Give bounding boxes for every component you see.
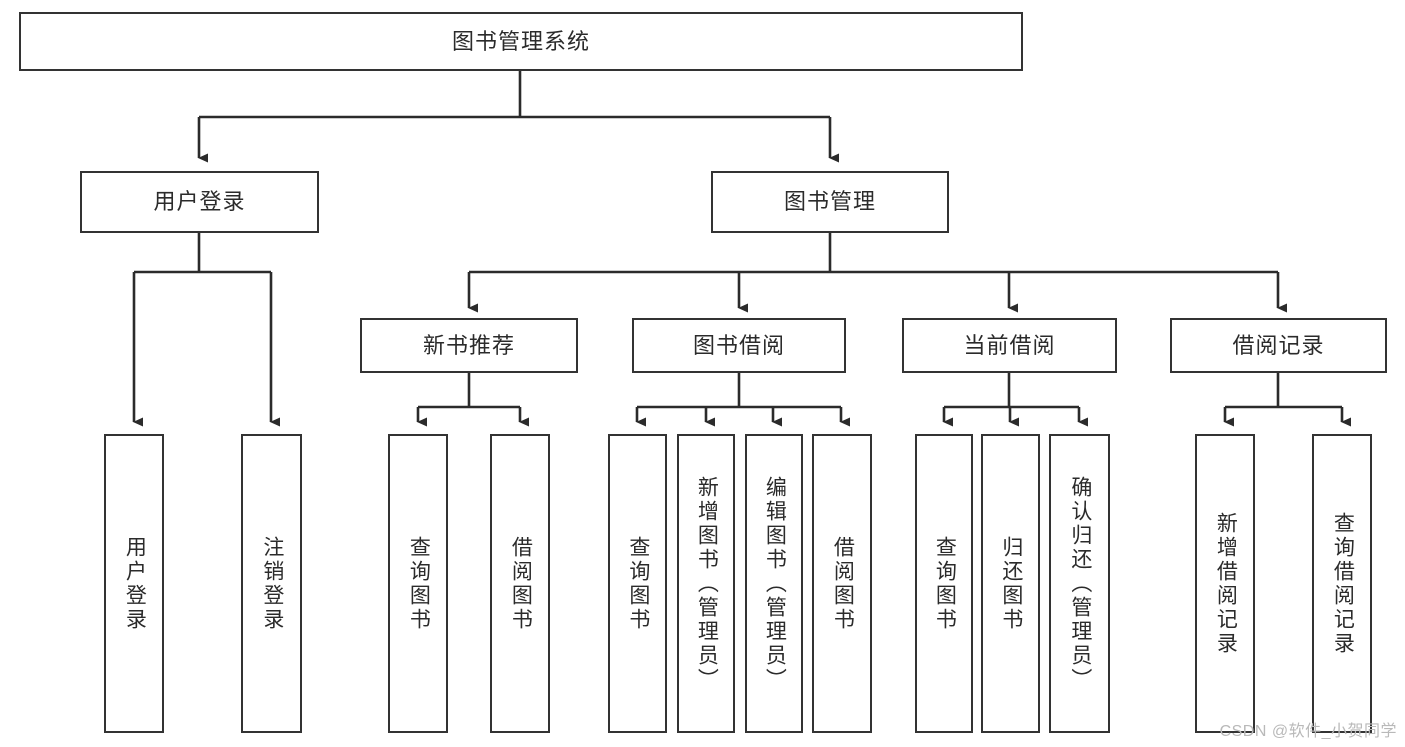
node-borrow-record[interactable]: 借阅记录 xyxy=(1170,318,1387,373)
node-leaf-borrow-book-2[interactable]: 借阅图书 xyxy=(812,434,872,733)
node-user-login[interactable]: 用户登录 xyxy=(80,171,319,233)
node-user-login-label: 用户登录 xyxy=(153,189,246,215)
node-leaf-query-book-3[interactable]: 查询图书 xyxy=(915,434,973,733)
node-leaf-user-login-label: 用户登录 xyxy=(123,535,147,632)
node-leaf-add-record-label: 新增借阅记录 xyxy=(1214,511,1238,656)
node-leaf-user-logout[interactable]: 注销登录 xyxy=(241,434,302,733)
node-leaf-query-book-2-label: 查询图书 xyxy=(626,535,650,632)
node-book-manage-label: 图书管理 xyxy=(783,189,876,215)
node-leaf-return-book-label: 归还图书 xyxy=(999,535,1023,632)
node-leaf-edit-book-label: 编辑图书（管理员） xyxy=(763,475,787,692)
node-leaf-borrow-book-1-label: 借阅图书 xyxy=(509,535,533,632)
node-current-borrow[interactable]: 当前借阅 xyxy=(902,318,1117,373)
watermark: CSDN @软件_小贺同学 xyxy=(1219,723,1397,740)
node-leaf-query-book-1[interactable]: 查询图书 xyxy=(388,434,448,733)
node-current-borrow-label: 当前借阅 xyxy=(963,332,1056,358)
node-book-borrow-label: 图书借阅 xyxy=(692,332,785,358)
node-leaf-query-record[interactable]: 查询借阅记录 xyxy=(1312,434,1372,733)
node-borrow-record-label: 借阅记录 xyxy=(1232,332,1325,358)
node-book-manage[interactable]: 图书管理 xyxy=(711,171,949,233)
node-leaf-query-book-1-label: 查询图书 xyxy=(407,535,431,632)
node-leaf-confirm-return[interactable]: 确认归还（管理员） xyxy=(1049,434,1110,733)
node-book-borrow[interactable]: 图书借阅 xyxy=(632,318,846,373)
node-leaf-borrow-book-2-label: 借阅图书 xyxy=(831,535,855,632)
node-new-book-rec[interactable]: 新书推荐 xyxy=(360,318,578,373)
node-leaf-user-login[interactable]: 用户登录 xyxy=(104,434,164,733)
node-leaf-confirm-return-label: 确认归还（管理员） xyxy=(1068,475,1092,692)
node-leaf-add-book[interactable]: 新增图书（管理员） xyxy=(677,434,735,733)
node-leaf-borrow-book-1[interactable]: 借阅图书 xyxy=(490,434,550,733)
node-leaf-add-book-label: 新增图书（管理员） xyxy=(695,475,719,692)
node-leaf-return-book[interactable]: 归还图书 xyxy=(981,434,1040,733)
node-leaf-query-record-label: 查询借阅记录 xyxy=(1331,511,1355,656)
node-leaf-user-logout-label: 注销登录 xyxy=(260,535,284,632)
node-root-label: 图书管理系统 xyxy=(451,28,590,54)
node-root[interactable]: 图书管理系统 xyxy=(19,12,1023,71)
node-leaf-query-book-3-label: 查询图书 xyxy=(933,535,957,632)
node-leaf-add-record[interactable]: 新增借阅记录 xyxy=(1195,434,1255,733)
node-new-book-rec-label: 新书推荐 xyxy=(422,332,515,358)
node-leaf-edit-book[interactable]: 编辑图书（管理员） xyxy=(745,434,803,733)
node-leaf-query-book-2[interactable]: 查询图书 xyxy=(608,434,667,733)
